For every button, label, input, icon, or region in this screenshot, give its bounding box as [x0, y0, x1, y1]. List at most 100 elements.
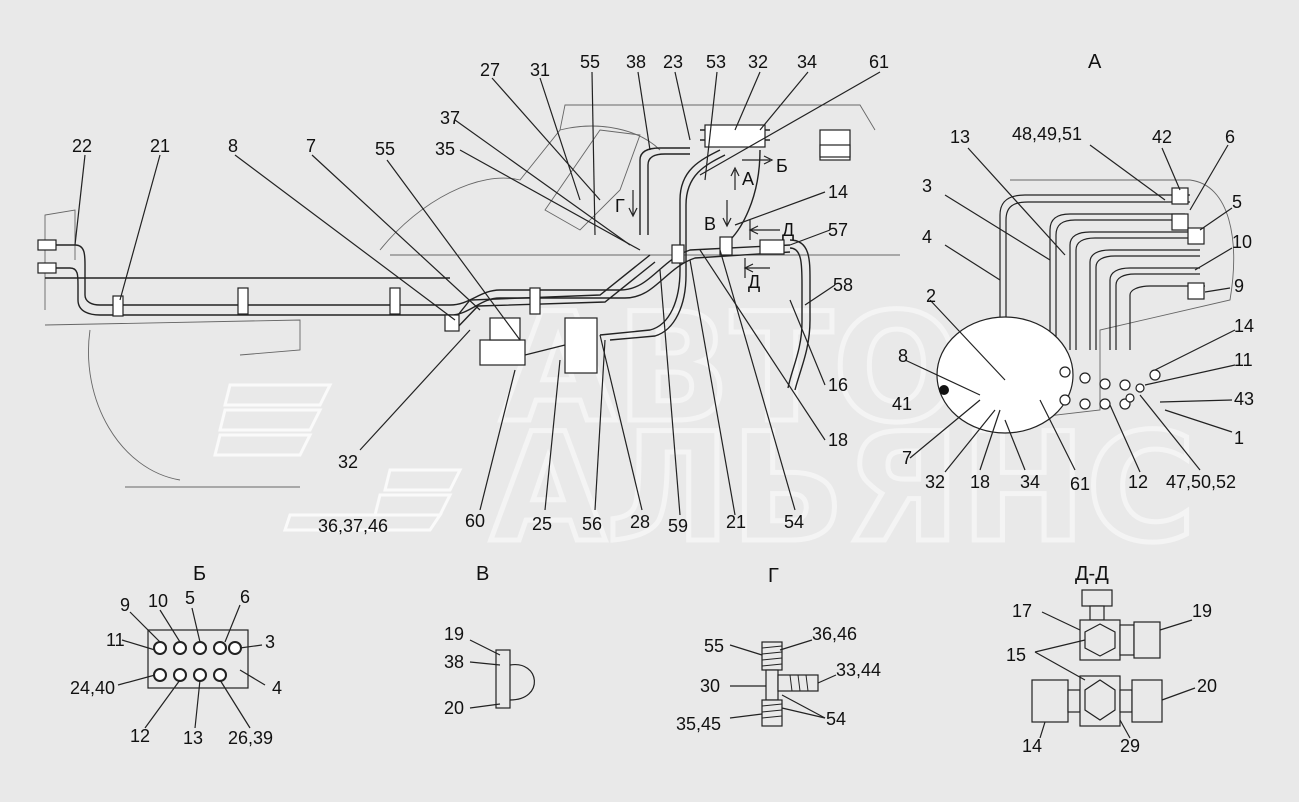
label-55: 55 [375, 139, 395, 159]
view-g: Г 55 36,46 33,44 30 35,45 54 [676, 565, 881, 734]
dd-label-14: 14 [1022, 736, 1042, 756]
g-label-36-46: 36,46 [812, 624, 857, 644]
a-label-5: 5 [1232, 192, 1242, 212]
label-61: 61 [869, 52, 889, 72]
a-label-7: 7 [902, 448, 912, 468]
a-label-13: 13 [950, 127, 970, 147]
view-b: Б 9 10 5 6 11 3 24,40 4 12 13 26,39 [70, 563, 282, 748]
label-22: 22 [72, 136, 92, 156]
a-label-8: 8 [898, 346, 908, 366]
a-label-12: 12 [1128, 472, 1148, 492]
a-label-1: 1 [1234, 428, 1244, 448]
watermark-logo [213, 383, 463, 532]
a-label-32: 32 [925, 472, 945, 492]
tractor-outline [44, 104, 900, 488]
label-21: 21 [150, 136, 170, 156]
valve-block [479, 317, 598, 374]
label-37: 37 [440, 108, 460, 128]
g-label-30: 30 [700, 676, 720, 696]
view-v: В 19 38 20 [444, 563, 535, 718]
b-label-26-39: 26,39 [228, 728, 273, 748]
label-54: 54 [784, 512, 804, 532]
label-23: 23 [663, 52, 683, 72]
label-32-top: 32 [748, 52, 768, 72]
label-38: 38 [626, 52, 646, 72]
b-label-9: 9 [120, 595, 130, 615]
a-label-9: 9 [1234, 276, 1244, 296]
a-label-41: 41 [892, 394, 912, 414]
arrow-label-a: А [742, 169, 754, 189]
main-view-labels: 27 31 55 38 23 53 32 34 61 22 21 8 7 55 … [72, 52, 889, 536]
a-label-11: 11 [1234, 350, 1253, 370]
a-label-43: 43 [1234, 389, 1254, 409]
b-label-3: 3 [265, 632, 275, 652]
arrow-label-g: Г [615, 196, 625, 216]
a-label-18: 18 [970, 472, 990, 492]
g-label-33-44: 33,44 [836, 660, 881, 680]
a-label-3: 3 [922, 176, 932, 196]
arrow-label-d2: Д [748, 272, 760, 292]
quick-couplings-left [37, 239, 57, 274]
label-27: 27 [480, 60, 500, 80]
label-36-37-46: 36,37,46 [318, 516, 388, 536]
a-label-42: 42 [1152, 127, 1172, 147]
pipe-clamps [112, 236, 733, 332]
a-label-2: 2 [926, 286, 936, 306]
label-53: 53 [706, 52, 726, 72]
label-59: 59 [668, 516, 688, 536]
v-label-20: 20 [444, 698, 464, 718]
dd-label-17: 17 [1012, 601, 1032, 621]
b-label-5: 5 [185, 588, 195, 608]
dd-label-15: 15 [1006, 645, 1026, 665]
b-label-6: 6 [240, 587, 250, 607]
view-dd-title: Д-Д [1075, 563, 1109, 585]
a-label-34: 34 [1020, 472, 1040, 492]
label-32: 32 [338, 452, 358, 472]
g-label-55: 55 [704, 636, 724, 656]
dd-label-19: 19 [1192, 601, 1212, 621]
view-b-title: Б [193, 563, 206, 585]
label-58: 58 [833, 275, 853, 295]
dd-label-20: 20 [1197, 676, 1217, 696]
g-label-54: 54 [826, 709, 846, 729]
arrow-label-d1: Д [782, 220, 794, 240]
a-label-14: 14 [1234, 316, 1254, 336]
label-35: 35 [435, 139, 455, 159]
a-label-4: 4 [922, 227, 932, 247]
label-28: 28 [630, 512, 650, 532]
a-label-47-50-52: 47,50,52 [1166, 472, 1236, 492]
v-label-19: 19 [444, 624, 464, 644]
label-55-top: 55 [580, 52, 600, 72]
a-label-48-49-51: 48,49,51 [1012, 124, 1082, 144]
label-57: 57 [828, 220, 848, 240]
label-56: 56 [582, 514, 602, 534]
label-16: 16 [828, 375, 848, 395]
arrow-label-v: В [704, 214, 716, 234]
dd-label-29: 29 [1120, 736, 1140, 756]
v-label-38: 38 [444, 652, 464, 672]
g-label-35-45: 35,45 [676, 714, 721, 734]
watermark: АВТО АЛЬЯНС [213, 280, 1199, 579]
a-label-61: 61 [1070, 474, 1090, 494]
view-a-title: А [1088, 51, 1102, 73]
watermark-line2: АЛЬЯНС [490, 402, 1196, 576]
view-dd: Д-Д 17 19 15 20 14 29 [1006, 563, 1217, 756]
b-label-13: 13 [183, 728, 203, 748]
label-25: 25 [532, 514, 552, 534]
b-label-11: 11 [106, 630, 125, 650]
arrow-label-b: Б [776, 156, 788, 176]
label-60: 60 [465, 511, 485, 531]
b-label-10: 10 [148, 591, 168, 611]
distributor-top [704, 124, 851, 255]
label-8: 8 [228, 136, 238, 156]
label-21-bottom: 21 [726, 512, 746, 532]
a-label-6: 6 [1225, 127, 1235, 147]
view-a: А [892, 51, 1254, 494]
point-41-icon [939, 385, 949, 395]
view-v-title: В [476, 563, 489, 585]
label-14: 14 [828, 182, 848, 202]
label-7: 7 [306, 136, 316, 156]
b-label-4: 4 [272, 678, 282, 698]
b-label-12: 12 [130, 726, 150, 746]
